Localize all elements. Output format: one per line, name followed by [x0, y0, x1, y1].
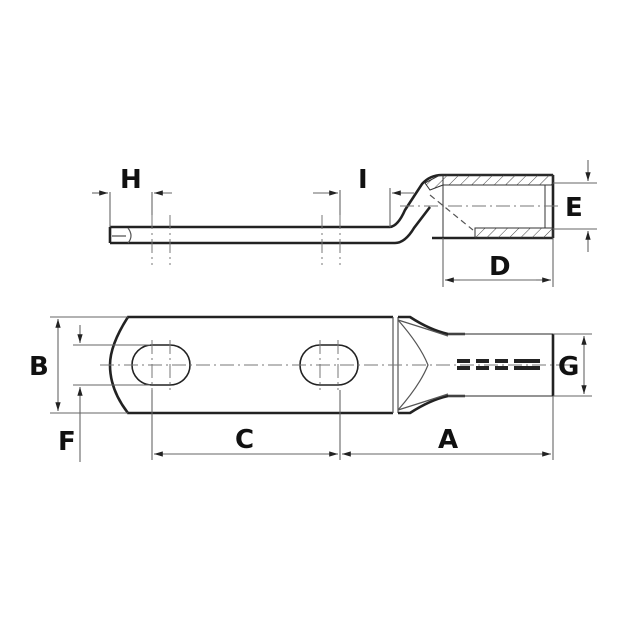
dimension-f: F [58, 325, 150, 462]
label-a: A [438, 425, 458, 455]
dimension-a: A [342, 396, 554, 460]
dimension-g: G [553, 333, 592, 397]
dimension-i: I [313, 165, 414, 227]
label-e: E [565, 193, 583, 223]
label-g: G [558, 352, 579, 382]
dimension-c: C [151, 390, 341, 460]
top-view: B F C A [29, 315, 592, 462]
label-h: H [120, 165, 142, 195]
side-view: H I D E [92, 160, 597, 287]
label-i: I [358, 165, 368, 195]
dimension-b: B [29, 316, 128, 414]
dimension-h: H [92, 165, 172, 227]
dimension-d: D [442, 238, 554, 287]
label-f: F [58, 427, 76, 457]
dimension-e: E [553, 160, 597, 252]
label-c: C [235, 425, 254, 455]
label-b: B [29, 352, 49, 382]
label-d: D [489, 252, 511, 282]
